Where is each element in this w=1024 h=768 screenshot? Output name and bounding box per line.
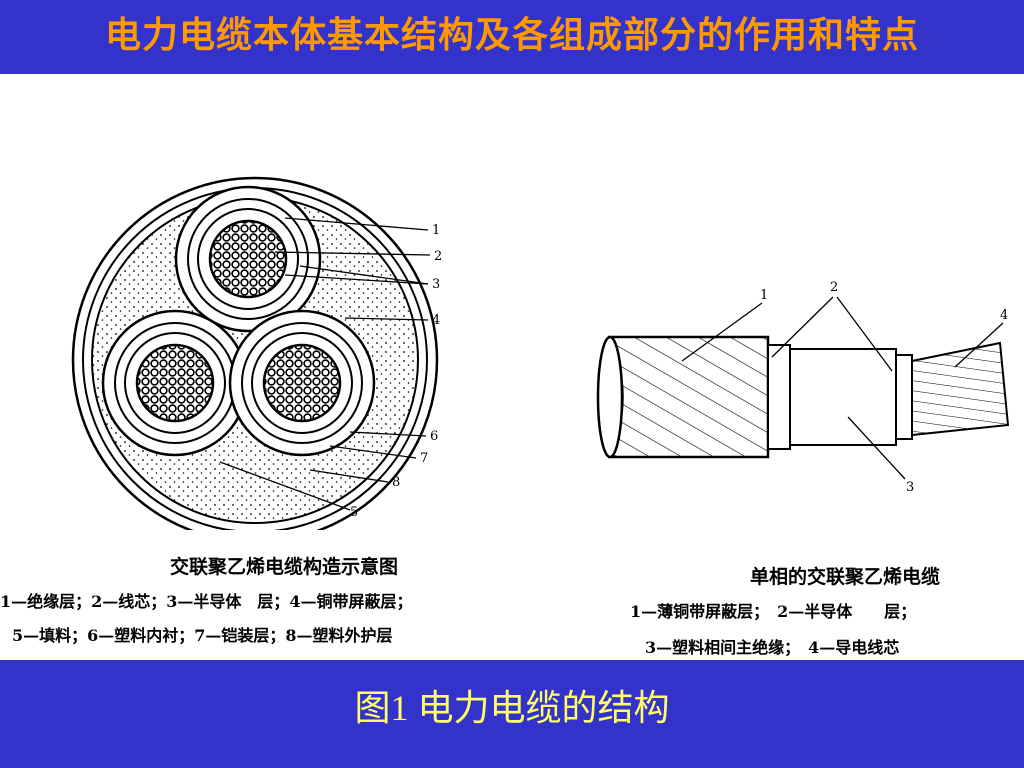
right-legend-line-1: 1—薄铜带屏蔽层； 2—半导体 层； <box>630 602 917 621</box>
page-title: 电力电缆本体基本结构及各组成部分的作用和特点 <box>104 14 919 56</box>
right-legend-line-2: 3—塑料相间主绝缘； 4—导电线芯 <box>645 638 900 657</box>
callout-1: 1 <box>432 223 440 238</box>
single-phase-cable-side-view: 1 2 4 3 <box>596 280 1010 495</box>
footer-bar <box>0 660 1024 768</box>
left-legend-line-2: 5—填料；6—塑料内衬；7—铠装层；8—塑料外护层 <box>12 626 393 645</box>
three-core-cable-cross-section: 1 2 3 4 5 6 7 8 <box>71 176 442 530</box>
core-top <box>174 185 322 333</box>
right-figure-caption: 单相的交联聚乙烯电缆 <box>750 566 941 588</box>
callout-5: 5 <box>350 505 358 520</box>
leader-lines-right <box>681 296 1004 480</box>
callout-r1: 1 <box>760 288 768 303</box>
core-bottom-left <box>101 309 249 457</box>
callout-3: 3 <box>432 277 440 292</box>
main-insulation <box>789 348 897 446</box>
left-figure-caption: 交联聚乙烯电缆构造示意图 <box>170 556 399 578</box>
callout-2: 2 <box>434 249 442 264</box>
callout-7: 7 <box>420 451 428 466</box>
header-bar <box>0 0 1024 74</box>
left-legend-line-1: 1—绝缘层；2—线芯；3—半导体 层；4—铜带屏蔽层； <box>0 592 413 611</box>
callout-r3: 3 <box>906 480 914 495</box>
copper-shield-section <box>608 335 770 459</box>
core-bottom-right <box>228 309 376 457</box>
leader-lines <box>219 217 431 511</box>
callout-r2: 2 <box>830 280 838 295</box>
callout-6: 6 <box>430 429 438 444</box>
callout-r4: 4 <box>1000 308 1008 323</box>
semiconductor-band <box>767 344 791 450</box>
callout-8: 8 <box>392 475 400 490</box>
figure-caption: 图1 电力电缆的结构 <box>354 688 670 728</box>
callout-4: 4 <box>432 313 440 328</box>
conductor-core <box>911 341 1010 437</box>
